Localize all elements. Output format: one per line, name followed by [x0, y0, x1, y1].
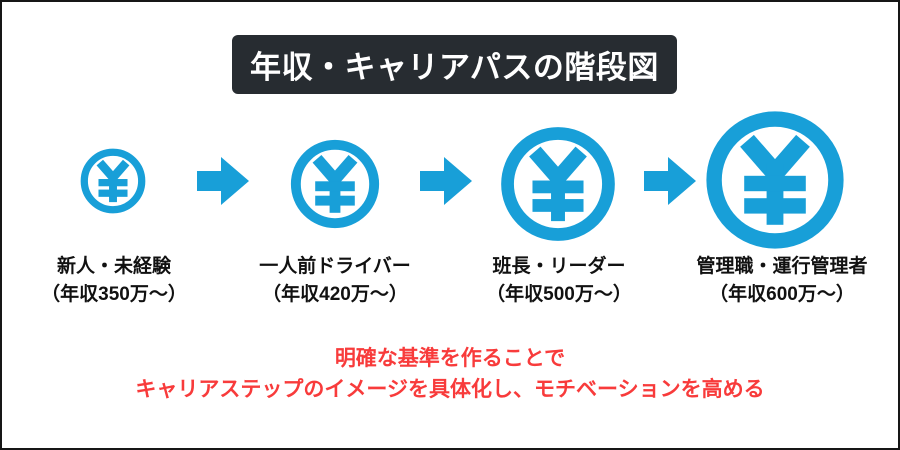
step-role: 班長・リーダー	[492, 256, 626, 277]
arrow-right-icon	[197, 157, 249, 205]
arrow-right-icon	[420, 157, 472, 205]
step-salary: （年収350万〜）	[41, 284, 187, 305]
step-label: 班長・リーダー （年収500万〜）	[447, 253, 671, 309]
step-label: 新人・未経験 （年収350万〜）	[2, 253, 226, 309]
yen-coin-icon	[500, 126, 616, 242]
step-salary: （年収420万〜）	[262, 284, 408, 305]
footnote: 明確な基準を作ることで キャリアステップのイメージを具体化し、モチベーションを高…	[2, 343, 898, 405]
step-label: 一人前ドライバー （年収420万〜）	[223, 253, 447, 309]
footnote-line2: キャリアステップのイメージを具体化し、モチベーションを高める	[135, 378, 765, 401]
step-role: 新人・未経験	[56, 256, 171, 277]
yen-coin-icon	[705, 110, 845, 250]
yen-coin-icon	[290, 139, 380, 229]
step-salary: （年収600万〜）	[709, 284, 855, 305]
yen-coin-icon	[80, 148, 146, 214]
title-banner: 年収・キャリアパスの階段図	[232, 35, 677, 94]
step-label: 管理職・運行管理者 （年収600万〜）	[670, 253, 894, 309]
page-title: 年収・キャリアパスの階段図	[250, 50, 659, 85]
step-role: 管理職・運行管理者	[696, 256, 868, 277]
footnote-line1: 明確な基準を作ることで	[334, 347, 566, 370]
step-role: 一人前ドライバー	[259, 256, 411, 277]
arrow-right-icon	[644, 157, 696, 205]
step-salary: （年収500万〜）	[486, 284, 632, 305]
